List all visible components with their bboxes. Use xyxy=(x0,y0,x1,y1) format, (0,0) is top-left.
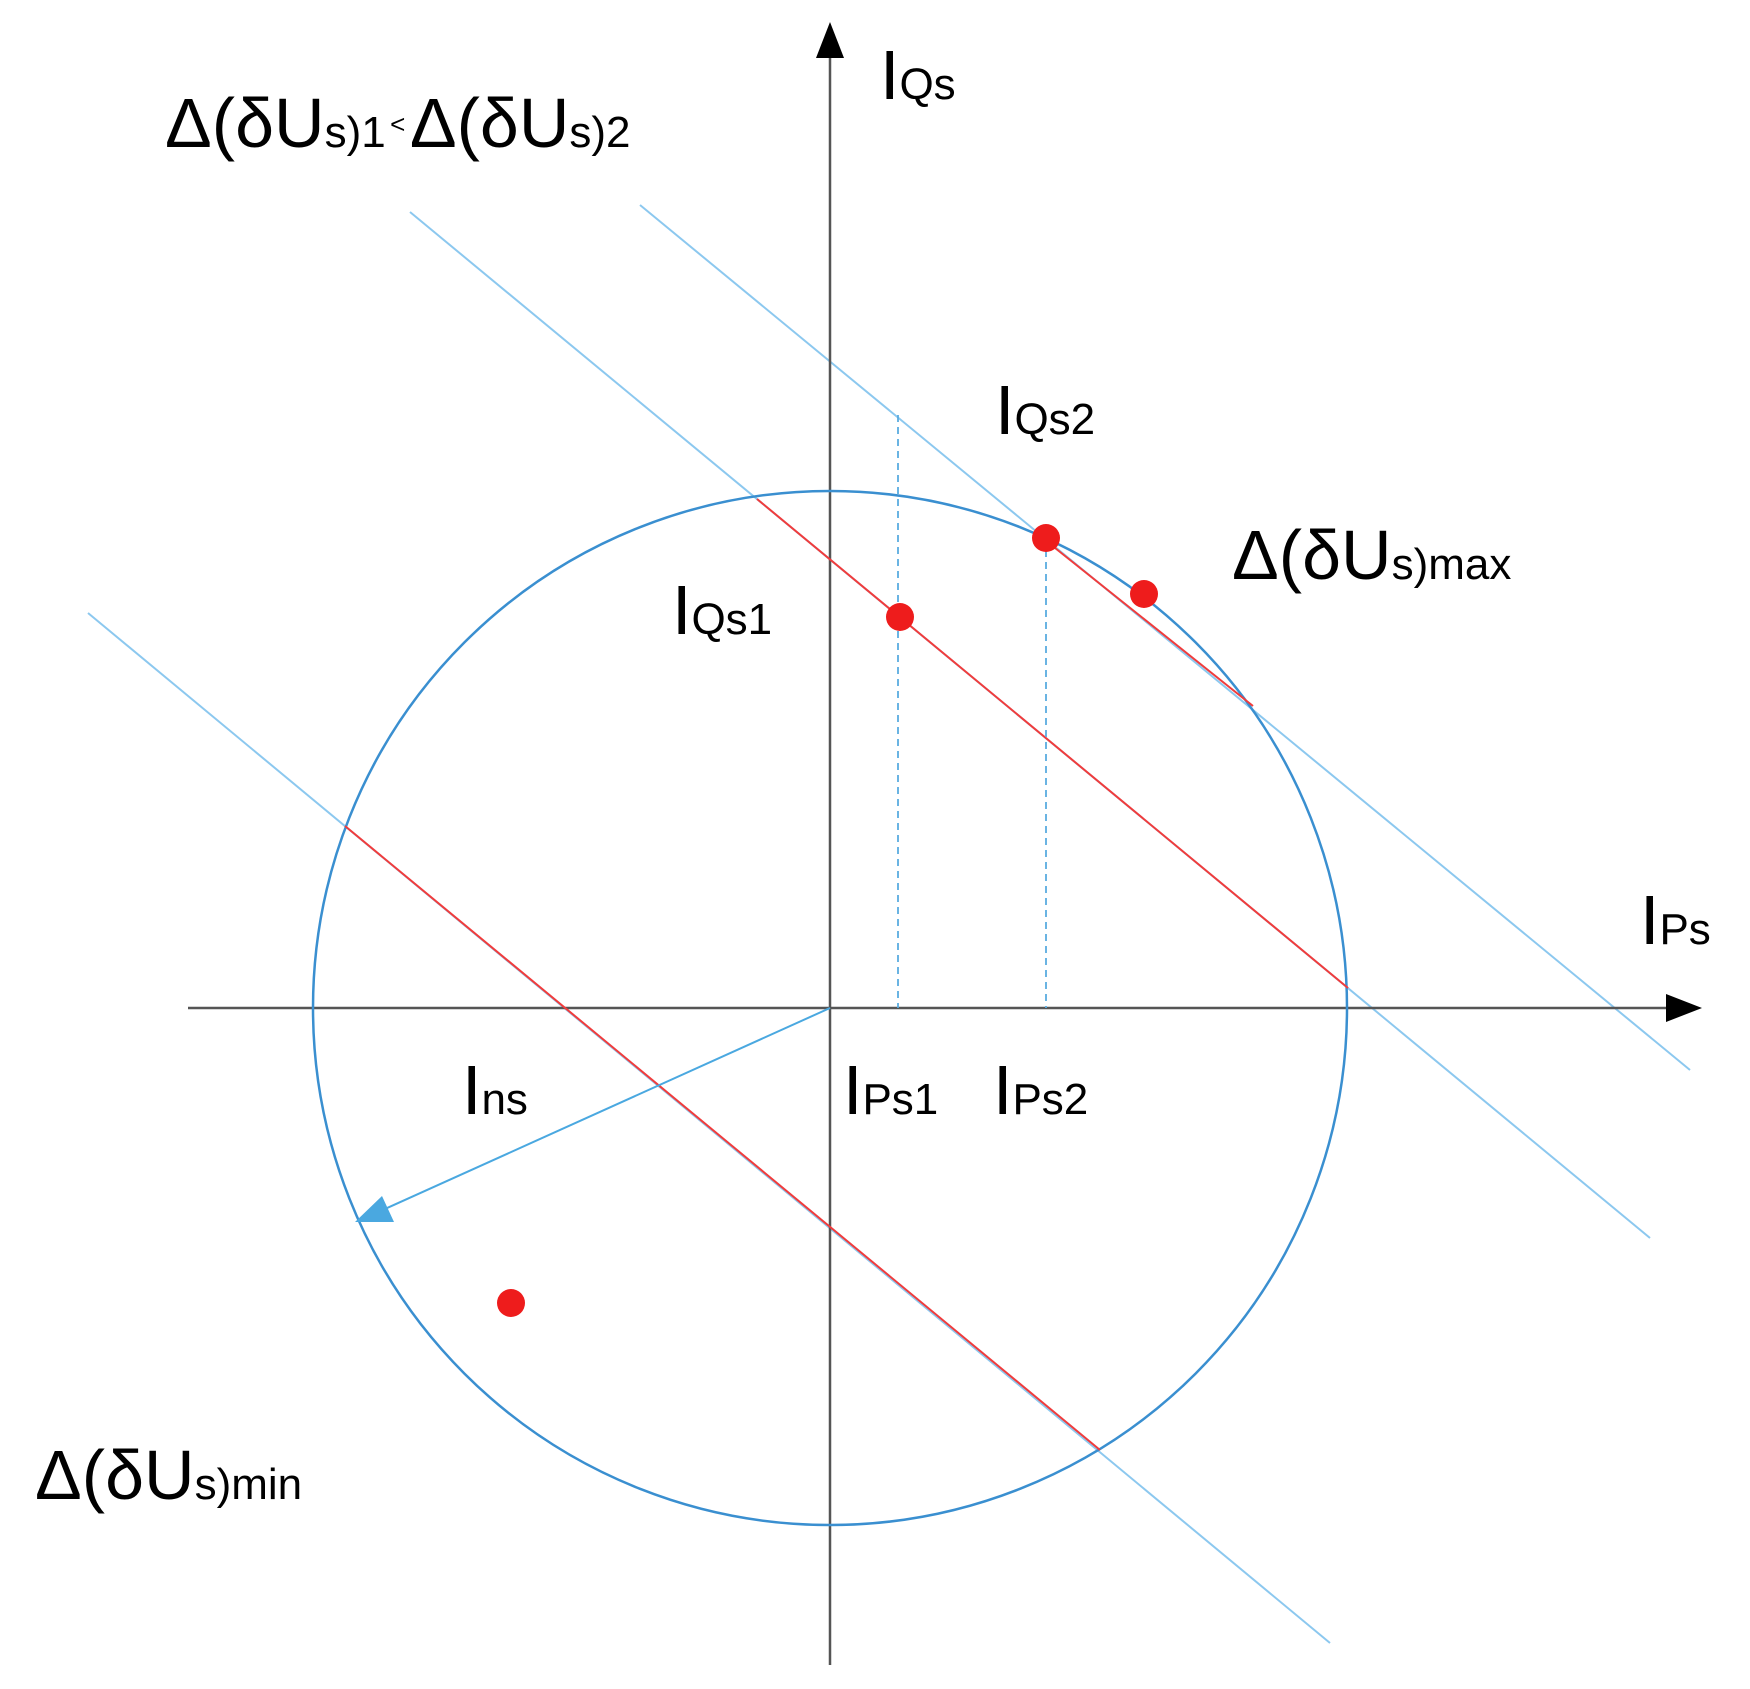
label-iqs2-main: I xyxy=(995,371,1015,449)
label-iqs2: IQs2 xyxy=(995,375,1095,445)
label-ips-main: I xyxy=(1640,881,1660,959)
label-top-part2-main: Δ(δU xyxy=(409,84,570,162)
label-iqs: IQs xyxy=(880,40,956,110)
label-ins: Ins xyxy=(462,1055,528,1125)
p-axis-arrowhead xyxy=(1666,994,1702,1022)
chord-upper xyxy=(1034,531,1254,707)
label-iqs1-sub: Qs1 xyxy=(691,595,773,644)
label-dmin-main: Δ(δU xyxy=(35,1436,195,1514)
operating-point-1 xyxy=(886,603,914,631)
label-ips1-main: I xyxy=(843,1051,863,1129)
label-iqs-sub: Qs xyxy=(899,60,956,109)
label-dmax: Δ(δUs)max xyxy=(1232,520,1511,590)
ins-vector xyxy=(364,1007,831,1219)
ins-arrowhead xyxy=(355,1196,394,1222)
label-ips2-sub: Ps2 xyxy=(1012,1075,1089,1124)
label-dmax-sub: s)max xyxy=(1391,540,1512,589)
label-top-comparison: Δ(δUs)1 < Δ(δUs)2 xyxy=(165,88,631,158)
q-axis-arrowhead xyxy=(816,22,844,58)
current-limit-circle xyxy=(311,489,1349,1527)
label-dmin: Δ(δUs)min xyxy=(35,1440,302,1510)
operating-point-min xyxy=(497,1289,525,1317)
chord-lower xyxy=(344,825,1101,1451)
label-ips: IPs xyxy=(1640,885,1711,955)
label-top-part1-sub: s)1 xyxy=(324,108,386,157)
label-iqs2-sub: Qs2 xyxy=(1014,395,1096,444)
label-ips-sub: Ps xyxy=(1659,905,1711,954)
label-dmin-sub: s)min xyxy=(194,1460,303,1509)
label-ips2: IPs2 xyxy=(993,1055,1088,1125)
label-iqs-main: I xyxy=(880,36,900,114)
label-top-part2-sub: s)2 xyxy=(569,108,631,157)
operating-point-2 xyxy=(1032,524,1060,552)
label-ips1-sub: Ps1 xyxy=(862,1075,939,1124)
label-ips1: IPs1 xyxy=(843,1055,938,1125)
label-ips2-main: I xyxy=(993,1051,1013,1129)
label-top-part1-main: Δ(δU xyxy=(165,84,325,162)
label-dmax-main: Δ(δU xyxy=(1232,516,1392,594)
label-ins-main: I xyxy=(462,1051,482,1129)
label-iqs1-main: I xyxy=(672,571,692,649)
chord-middle xyxy=(756,498,1349,989)
label-ins-sub: ns xyxy=(481,1075,528,1124)
label-top-less-than: < xyxy=(390,109,406,139)
voltage-line-upper xyxy=(639,204,1691,1071)
operating-point-max xyxy=(1130,580,1158,608)
label-iqs1: IQs1 xyxy=(672,575,772,645)
